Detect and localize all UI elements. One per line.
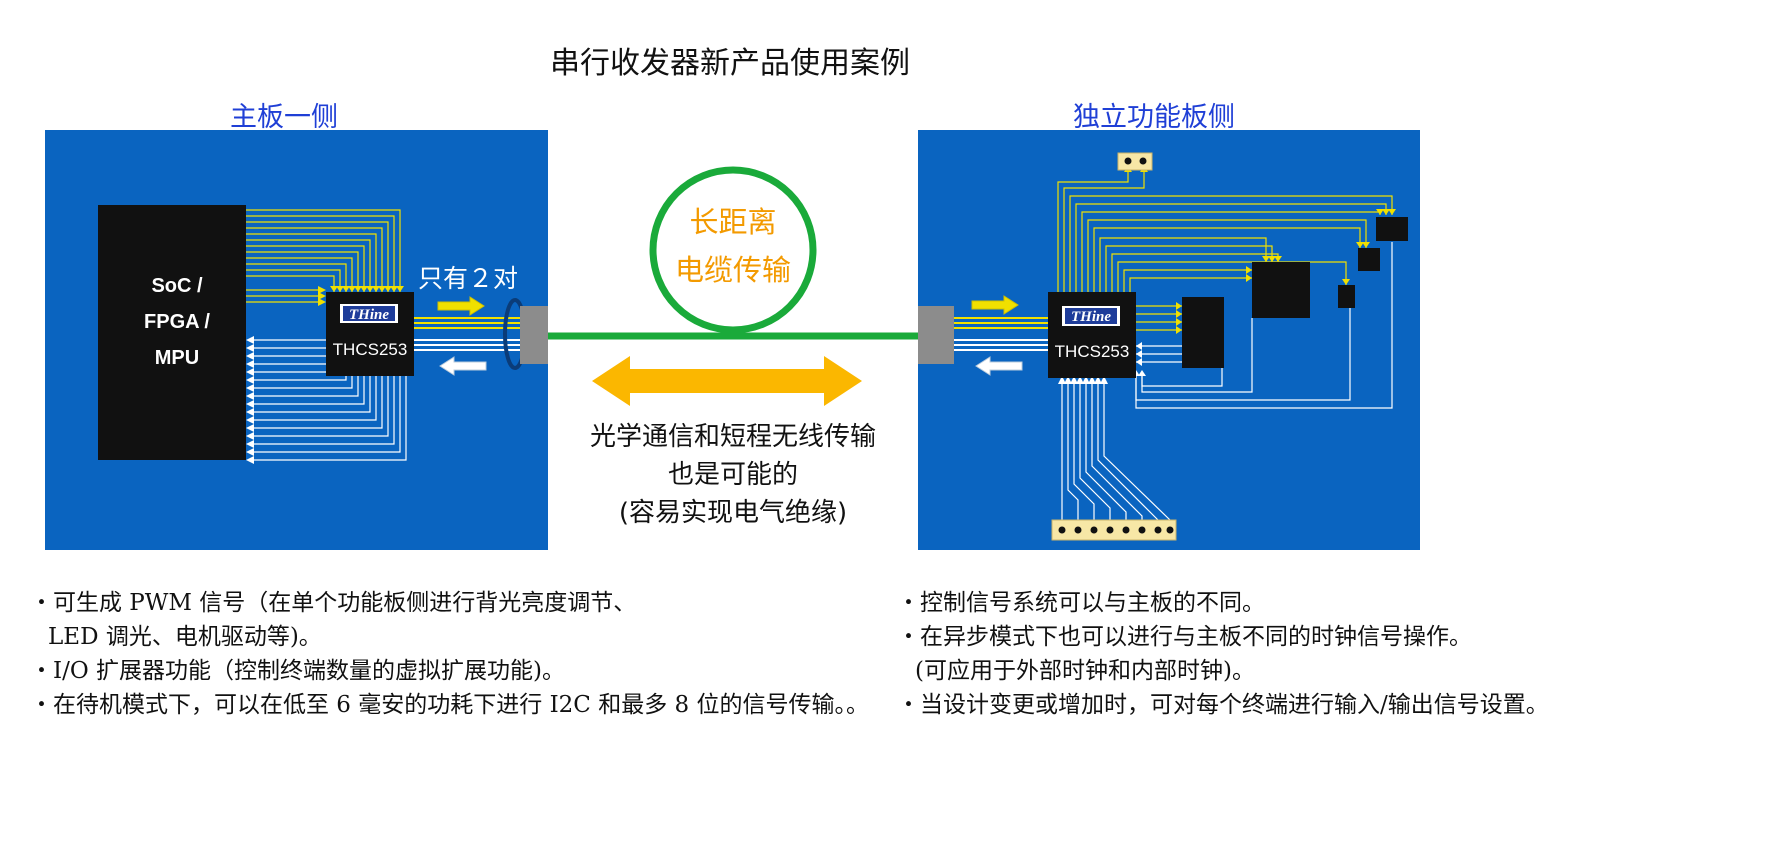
center-text-line-2: 也是可能的 bbox=[668, 460, 798, 490]
right-bullet-2-cont: (可应用于外部时钟和内部时钟)。 bbox=[915, 658, 1255, 684]
eight-pin-header-pins bbox=[1058, 526, 1174, 534]
bidirectional-arrow-icon bbox=[592, 356, 862, 406]
ring-text-line-1: 长距离 bbox=[689, 205, 776, 239]
left-chip-logo: THine bbox=[349, 307, 389, 323]
outbound-arrow-icon bbox=[437, 296, 485, 316]
right-bullet-1: ・控制信号系统可以与主板的不同。 bbox=[897, 590, 1265, 616]
center-text-line-3: (容易实现电气绝缘) bbox=[619, 498, 847, 528]
host-label-line-2: FPGA / bbox=[144, 311, 210, 333]
left-bullet-1: ・可生成 PWM 信号（在单个功能板侧进行背光亮度调节、 bbox=[30, 590, 637, 616]
left-serial-pairs bbox=[414, 317, 520, 351]
pin-header-arrowheads bbox=[1058, 376, 1108, 384]
peripheral-chip-e bbox=[1376, 217, 1408, 241]
inbound-arrow-icon bbox=[439, 356, 487, 376]
function-board-heading: 独立功能板侧 bbox=[1073, 102, 1235, 133]
pin-header-lines bbox=[1061, 376, 1171, 521]
pairs-label: 只有２对 bbox=[418, 264, 518, 293]
peripheral-chip-b bbox=[1252, 262, 1310, 318]
right-inbound-arrow-icon bbox=[975, 356, 1023, 376]
left-connector bbox=[520, 306, 548, 364]
host-processor-block bbox=[98, 205, 246, 460]
main-board-heading: 主板一侧 bbox=[230, 102, 338, 133]
right-connector bbox=[918, 306, 954, 364]
host-output-arrowheads bbox=[318, 286, 404, 306]
right-chip-name: THCS253 bbox=[1055, 342, 1130, 361]
right-outbound-arrow-icon bbox=[971, 295, 1019, 315]
center-text-line-1: 光学通信和短程无线传输 bbox=[590, 422, 876, 452]
right-deserializer-chip bbox=[1048, 292, 1136, 378]
host-label-line-1: SoC / bbox=[151, 275, 203, 297]
function-input-lines bbox=[1135, 242, 1393, 409]
host-input-arrowheads bbox=[246, 336, 254, 464]
right-bullet-2: ・在异步模式下也可以进行与主板不同的时钟信号操作。 bbox=[897, 624, 1472, 650]
eight-pin-header bbox=[1051, 519, 1177, 541]
function-output-lines bbox=[1057, 168, 1393, 331]
ring-text-line-2: 电缆传输 bbox=[675, 253, 791, 287]
left-chip-name: THCS253 bbox=[333, 340, 408, 359]
left-bullet-list: ・可生成 PWM 信号（在单个功能板侧进行背光亮度调节、 LED 调光、电机驱动… bbox=[30, 586, 869, 722]
left-bullet-1-cont: LED 调光、电机驱动等)。 bbox=[48, 624, 322, 650]
right-chip-logo: THine bbox=[1071, 309, 1111, 325]
left-bullet-3: ・在待机模式下，可以在低至 6 毫安的功耗下进行 I2C 和最多 8 位的信号传… bbox=[30, 692, 869, 718]
two-pin-header bbox=[1117, 152, 1153, 171]
peripheral-chip-d bbox=[1358, 248, 1380, 271]
page-title: 串行收发器新产品使用案例 bbox=[550, 46, 910, 81]
cable-coil-icon bbox=[649, 166, 817, 334]
right-bullet-list: ・控制信号系统可以与主板的不同。 ・在异步模式下也可以进行与主板不同的时钟信号操… bbox=[897, 586, 1549, 722]
host-label-line-3: MPU bbox=[155, 347, 199, 369]
peripheral-chip-c bbox=[1338, 285, 1355, 308]
right-serial-pairs bbox=[954, 317, 1048, 351]
host-input-lines bbox=[252, 339, 407, 461]
left-bullet-2: ・I/O 扩展器功能（控制终端数量的虚拟扩展功能)。 bbox=[30, 658, 565, 684]
peripheral-chip-a bbox=[1182, 297, 1224, 368]
right-bullet-3: ・当设计变更或增加时，可对每个终端进行输入/输出信号设置。 bbox=[897, 692, 1549, 718]
host-output-lines bbox=[246, 209, 401, 303]
